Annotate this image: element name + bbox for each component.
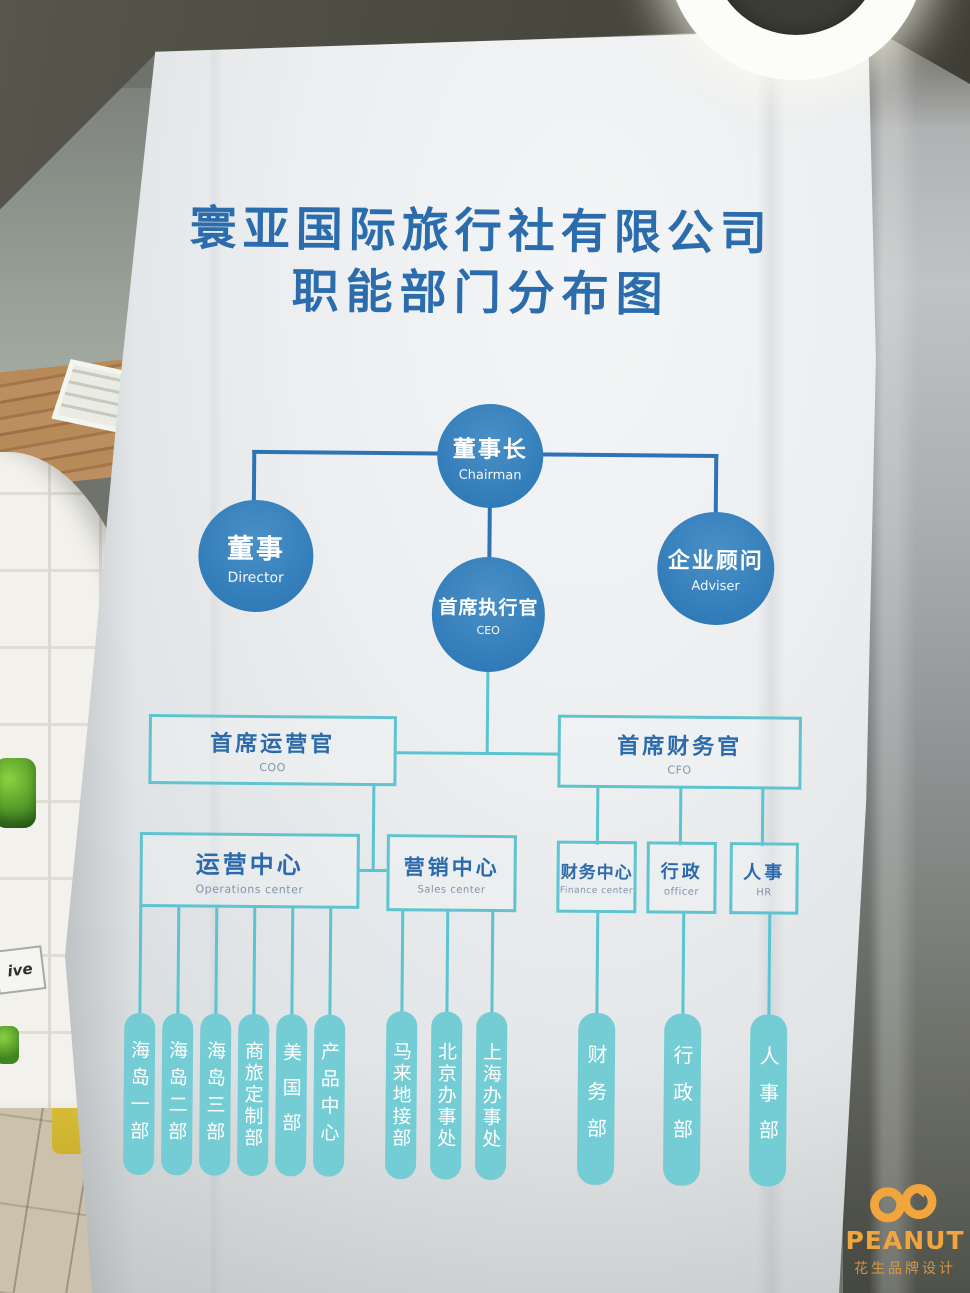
box-sales-center: 营销中心 Sales center	[386, 834, 517, 913]
dept-pill-operations-1: 海岛一部	[122, 1012, 156, 1176]
chairman-label-en: Chairman	[458, 467, 522, 483]
dept-pill-sales-3: 上海办事处	[474, 1011, 508, 1181]
connector-line	[252, 905, 257, 1016]
connector-line	[400, 909, 405, 1014]
dept-pill-operations-4: 商旅定制部	[236, 1013, 270, 1177]
green-shoes-small	[0, 1026, 19, 1064]
green-shoes	[0, 758, 36, 828]
admin-label-zh: 行政	[660, 861, 703, 883]
box-operations-center: 运营中心 Operations center	[139, 831, 360, 909]
dept-pill-sales-1: 马来地接部	[384, 1011, 418, 1180]
operations-departments-row: 海岛一部海岛二部海岛三部商旅定制部美国部产品中心	[122, 1012, 346, 1177]
adviser-label-en: Adviser	[691, 578, 740, 595]
watermark: PEANUT 花生品牌设计	[842, 1182, 968, 1278]
node-director: 董事 Director	[197, 499, 314, 613]
hr-label-zh: 人事	[743, 862, 786, 884]
adviser-label-zh: 企业顾问	[667, 548, 764, 575]
finance-label-en: Finance center	[559, 885, 634, 897]
connector-line	[595, 786, 600, 845]
operations-label-en: Operations center	[195, 882, 304, 897]
dept-pill-operations-6: 产品中心	[312, 1014, 346, 1177]
connector-line	[767, 914, 772, 1017]
hr-label-en: HR	[756, 887, 772, 899]
chairman-label-zh: 董事长	[452, 436, 528, 463]
dept-pill-operations-2: 海岛二部	[160, 1013, 194, 1176]
connector-line	[485, 671, 490, 754]
sales-departments-row: 马来地接部北京办事处上海办事处	[384, 1011, 508, 1181]
node-chairman: 董事长 Chairman	[436, 403, 544, 509]
dept-pill-cfo-3: 人事部	[748, 1014, 788, 1187]
dept-pill-cfo-1: 财务部	[576, 1012, 616, 1186]
ceo-label-zh: 首席执行官	[438, 596, 539, 619]
dept-pill-operations-5: 美国部	[274, 1014, 308, 1177]
connector-line	[487, 503, 492, 565]
ceo-label-en: CEO	[476, 623, 500, 637]
finance-label-zh: 财务中心	[560, 862, 633, 884]
connector-line	[176, 905, 181, 1016]
shelf-sign: ive	[0, 945, 47, 995]
connector-line	[445, 909, 450, 1014]
box-admin: 行政 officer	[646, 841, 717, 914]
connector-line	[371, 784, 376, 873]
connector-line	[713, 453, 719, 517]
connector-line	[358, 868, 389, 873]
sales-label-en: Sales center	[417, 883, 486, 896]
connector-line	[138, 904, 143, 1015]
node-adviser: 企业顾问 Adviser	[656, 511, 775, 626]
dept-pill-cfo-2: 行政部	[662, 1013, 702, 1186]
cfo-label-zh: 首席财务官	[617, 733, 743, 760]
cfo-departments-row: 财务部 行政部 人事部	[576, 1012, 788, 1187]
coo-label-zh: 首席运营官	[210, 731, 336, 758]
node-ceo: 首席执行官 CEO	[431, 556, 546, 673]
connector-line	[328, 906, 333, 1017]
connector-line	[678, 787, 683, 846]
box-finance-center: 财务中心 Finance center	[556, 840, 637, 914]
watermark-subtext: 花生品牌设计	[854, 1261, 956, 1277]
connector-line	[251, 449, 257, 506]
box-cfo: 首席财务官 CFO	[557, 714, 802, 790]
watermark-brand: PEANUT	[845, 1226, 965, 1255]
dept-pill-sales-2: 北京办事处	[429, 1011, 463, 1180]
sales-label-zh: 营销中心	[403, 854, 500, 880]
box-hr: 人事 HR	[729, 842, 799, 915]
connector-line	[681, 913, 686, 1016]
poster-title-line2: 职能部门分布图	[291, 264, 670, 323]
director-label-en: Director	[227, 569, 284, 586]
shelf-sign-text: ive	[6, 959, 34, 981]
director-label-zh: 董事	[226, 533, 286, 565]
admin-label-en: officer	[663, 886, 700, 898]
box-coo: 首席运营官 COO	[148, 714, 397, 787]
connector-line	[214, 905, 219, 1016]
cfo-label-en: CFO	[667, 763, 692, 777]
connector-line	[290, 906, 295, 1017]
dept-pill-operations-3: 海岛三部	[198, 1013, 232, 1176]
connector-line	[595, 912, 600, 1015]
connector-line	[490, 910, 495, 1015]
coo-label-en: COO	[259, 760, 286, 775]
peanut-infinity-logo-icon	[870, 1184, 937, 1223]
connector-line	[760, 788, 765, 847]
connector-line	[396, 751, 560, 756]
operations-label-zh: 运营中心	[195, 850, 304, 880]
